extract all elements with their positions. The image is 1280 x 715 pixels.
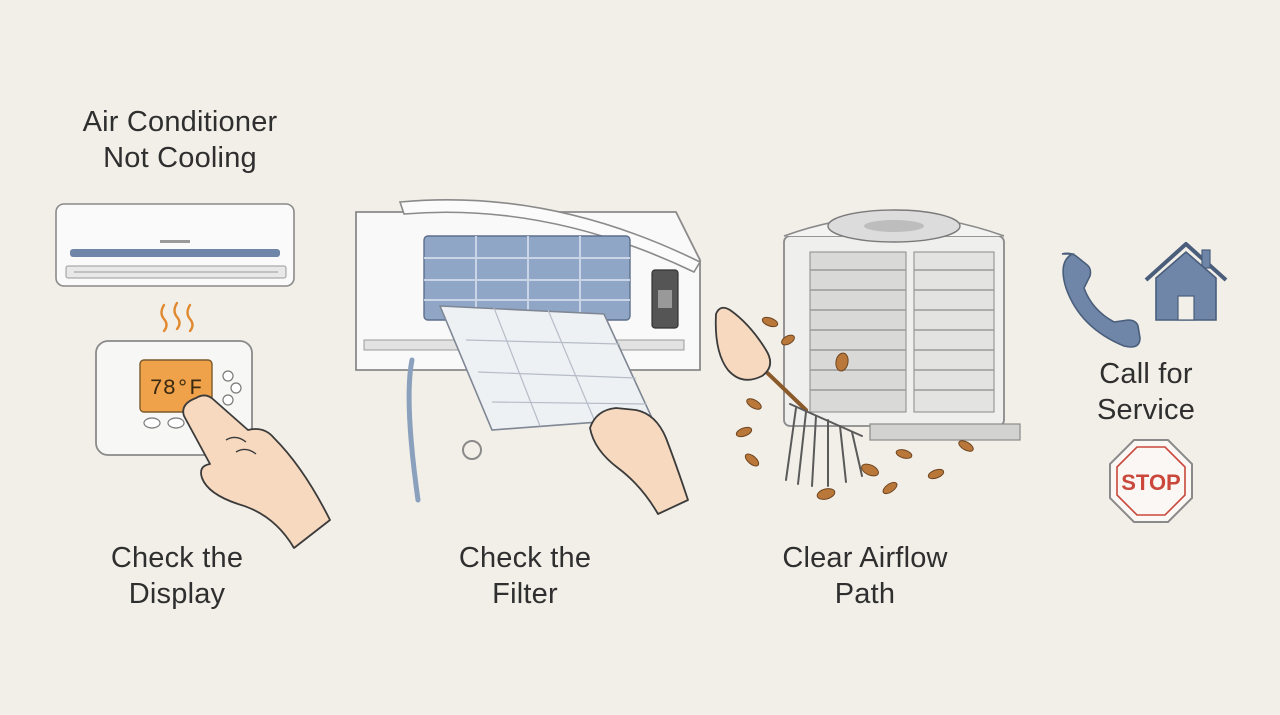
page-title: Air Conditioner Not Cooling (40, 104, 320, 176)
heat-waves-icon (160, 301, 194, 333)
thermostat-display-reading: 78°F (150, 376, 203, 401)
leaves-icon (735, 316, 974, 500)
stop-sign-text: STOP (1121, 470, 1181, 495)
step-label-check-filter: Check the Filter (458, 542, 592, 610)
open-ac-unit-icon (355, 198, 702, 503)
step-label-call-service: Call for Service (1096, 358, 1196, 426)
stop-sign-icon (1109, 439, 1193, 523)
hand-icon (714, 306, 772, 381)
title-line-2: Not Cooling (103, 142, 257, 174)
title-line-1: Air Conditioner (82, 106, 278, 138)
step-label-check-display: Check the Display (110, 542, 244, 610)
house-icon (1144, 242, 1228, 321)
hand-icon (589, 407, 689, 515)
outdoor-condenser-icon (783, 209, 1021, 441)
step-label-clear-airflow: Clear Airflow Path (782, 542, 948, 610)
phone-icon (1061, 252, 1141, 348)
hand-icon (182, 394, 331, 549)
indoor-ac-unit-icon (55, 203, 295, 287)
